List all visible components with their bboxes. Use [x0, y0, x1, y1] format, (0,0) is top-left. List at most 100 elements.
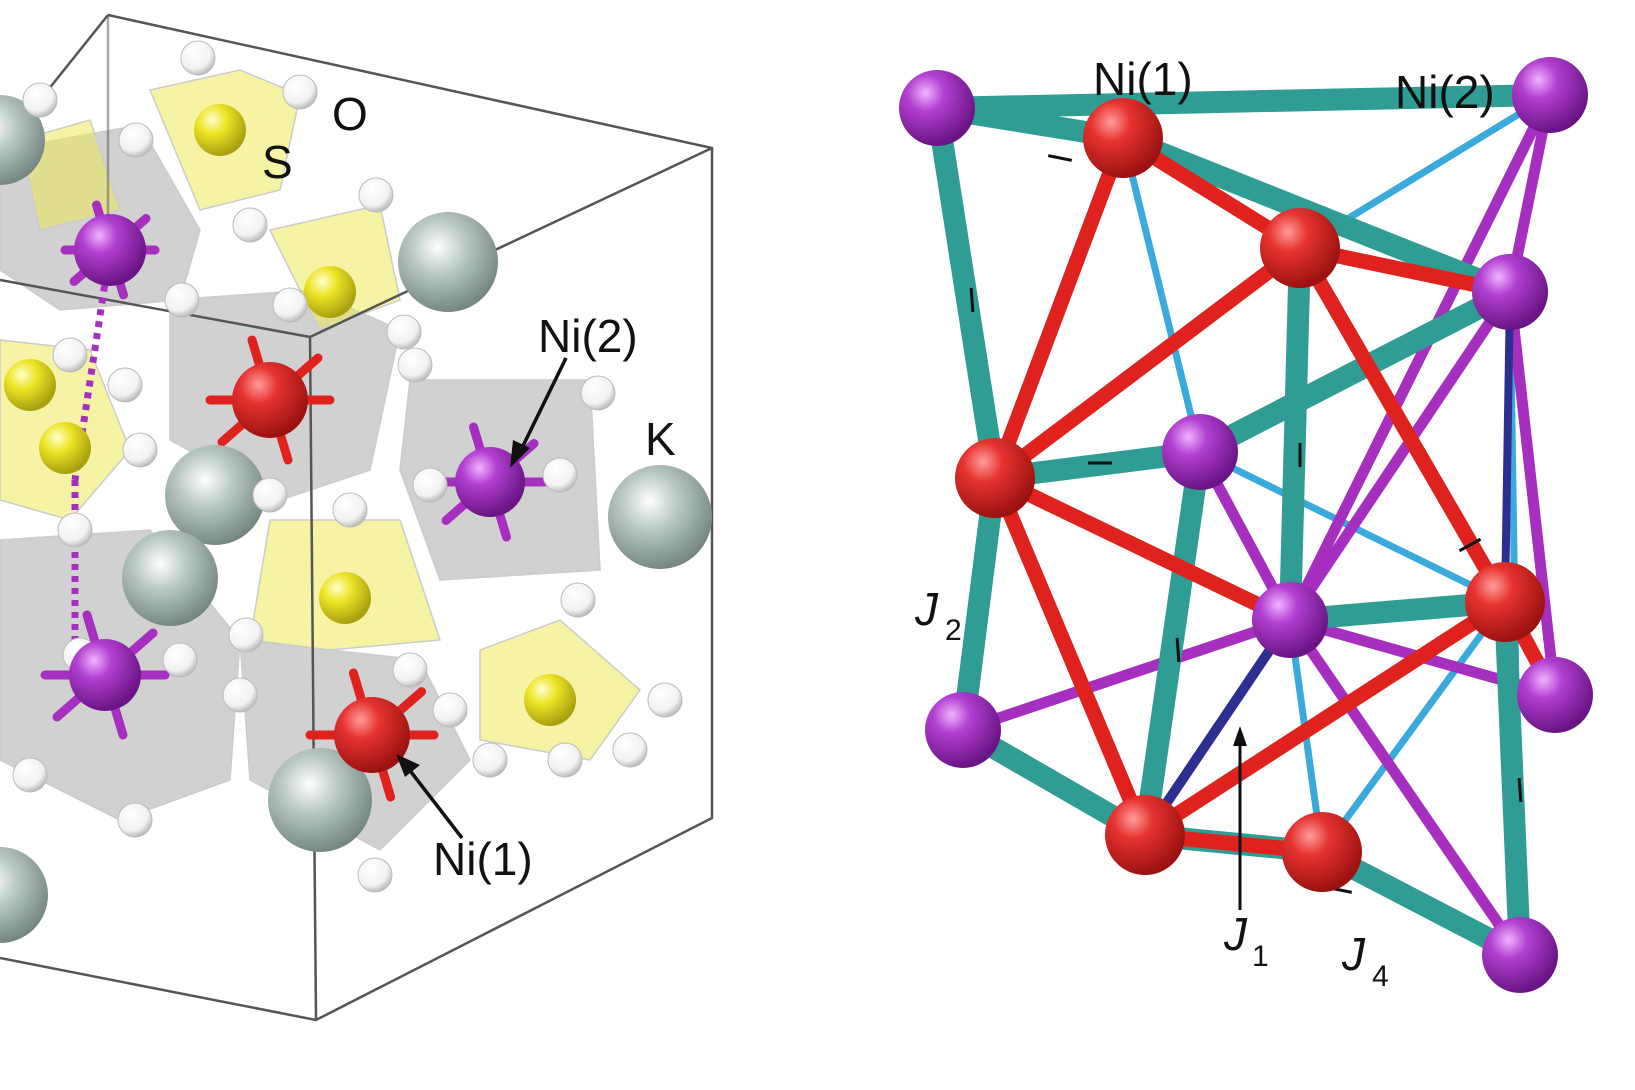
- bond-double-arrows: [969, 154, 1523, 894]
- ni1-atom: [232, 362, 308, 438]
- oxygen-atom: [412, 467, 448, 503]
- ni1-atom: [1105, 795, 1185, 875]
- oxygen-atom: [122, 432, 158, 468]
- exchange-bonds: [926, 84, 1563, 966]
- sulfur-atom: [319, 572, 371, 624]
- double-arrow-icon: [1047, 154, 1073, 162]
- sulfur-atom: [4, 359, 56, 411]
- j1-bond: [987, 240, 1308, 486]
- potassium-atom: [268, 748, 372, 852]
- j2-bond: [1119, 134, 1204, 456]
- oxygen-atom: [282, 74, 318, 110]
- oxygen-atom: [222, 677, 258, 713]
- potassium-label: K: [645, 413, 676, 465]
- oxygen-atom: [357, 857, 393, 893]
- oxygen-atom: [432, 692, 468, 728]
- oxygen-label: O: [332, 88, 368, 140]
- oxygen-atom: [22, 82, 58, 118]
- ni1-atom: [955, 438, 1035, 518]
- ni2-atom: [69, 639, 141, 711]
- ni2-atom: [1252, 582, 1328, 658]
- svg-text:4: 4: [1372, 960, 1389, 993]
- oxygen-atom: [580, 375, 616, 411]
- ni2-ni2-bond: [1504, 286, 1561, 701]
- ni2-atom: [455, 447, 525, 517]
- unit-cell-box: [0, 13, 714, 1022]
- ni2-atom: [1517, 657, 1593, 733]
- ni2-ni2-bond: [1284, 89, 1556, 626]
- potassium-atom: [165, 445, 265, 545]
- oxygen-atom: [107, 367, 143, 403]
- oxygen-atom: [52, 337, 88, 373]
- right-exchange-network-panel: Ni(1) Ni(2) J 2 J 1 J 4: [899, 53, 1593, 993]
- sulfur-atom: [524, 674, 576, 726]
- svg-text:J: J: [914, 583, 939, 635]
- j4-bond: [952, 467, 1006, 741]
- oxygen-atom: [612, 732, 648, 768]
- sulfur-atom: [39, 422, 91, 474]
- j4-bond: [926, 97, 1006, 489]
- double-arrow-icon: [1175, 637, 1181, 663]
- oxygen-atom: [386, 314, 422, 350]
- ni2-atom: [74, 214, 146, 286]
- ni2-atom: [899, 70, 975, 146]
- double-arrow-icon: [1458, 537, 1482, 553]
- j4-bond: [926, 84, 1561, 119]
- j1-pointer-arrow: [1233, 726, 1247, 910]
- oxygen-atom: [358, 177, 394, 213]
- ni2-label-right: Ni(2): [1395, 66, 1495, 118]
- oxygen-atom: [272, 287, 308, 323]
- oxygen-atom: [117, 802, 153, 838]
- sulfur-atom: [304, 266, 356, 318]
- oxygen-atom: [57, 512, 93, 548]
- potassium-atom: [398, 212, 498, 312]
- ni2-label-left: Ni(2): [538, 310, 638, 362]
- oxygen-atom: [180, 40, 216, 76]
- double-arrow-icon: [969, 287, 975, 313]
- oxygen-atom: [472, 742, 508, 778]
- dark-bond: [1501, 288, 1514, 606]
- ni1-atom: [1083, 98, 1163, 178]
- potassium-atom: [122, 530, 218, 626]
- ni2-atom: [1162, 414, 1238, 490]
- ni2-atom: [1512, 57, 1588, 133]
- ni1-label-right: Ni(1): [1093, 53, 1193, 105]
- oxygen-atom: [542, 457, 578, 493]
- ni2-ni2-bond: [1284, 286, 1516, 626]
- svg-text:2: 2: [945, 614, 962, 647]
- ni1-atom: [334, 697, 410, 773]
- oxygen-atom: [118, 122, 154, 158]
- ni2-atom: [925, 692, 1001, 768]
- oxygen-atom: [162, 642, 198, 678]
- sulfur-label: S: [262, 136, 293, 188]
- oxygen-atom: [164, 282, 200, 318]
- ni2-ni2-bond: [957, 614, 1296, 736]
- oxygen-atom: [560, 582, 596, 618]
- j4-bond: [1189, 281, 1521, 463]
- ni2-pointer-arrow: [510, 357, 568, 468]
- ni1-atom: [1282, 812, 1362, 892]
- oxygen-atom: [332, 492, 368, 528]
- j1-bond: [987, 130, 1131, 486]
- oxygen-atom: [547, 742, 583, 778]
- oxygen-atom: [12, 757, 48, 793]
- j1-label: J 1: [1223, 908, 1269, 973]
- j4-bond: [1494, 591, 1531, 966]
- oxygen-atom: [397, 347, 433, 383]
- ni1-atom: [1465, 562, 1545, 642]
- svg-text:1: 1: [1252, 940, 1269, 973]
- j4-label: J 4: [1341, 928, 1389, 993]
- oxygen-atom: [392, 652, 428, 688]
- svg-text:J: J: [1341, 928, 1366, 980]
- oxygen-atom: [252, 477, 288, 513]
- sulfur-atom: [194, 104, 246, 156]
- ni1-atom: [1260, 208, 1340, 288]
- ni2-ni2-bond: [1284, 614, 1526, 961]
- j4-bond: [1134, 441, 1211, 846]
- left-atoms: [0, 40, 712, 943]
- ni1-label-left: Ni(1): [433, 833, 533, 885]
- oxygen-atom: [228, 617, 264, 653]
- double-arrow-icon: [1517, 777, 1523, 803]
- potassium-atom: [0, 95, 45, 185]
